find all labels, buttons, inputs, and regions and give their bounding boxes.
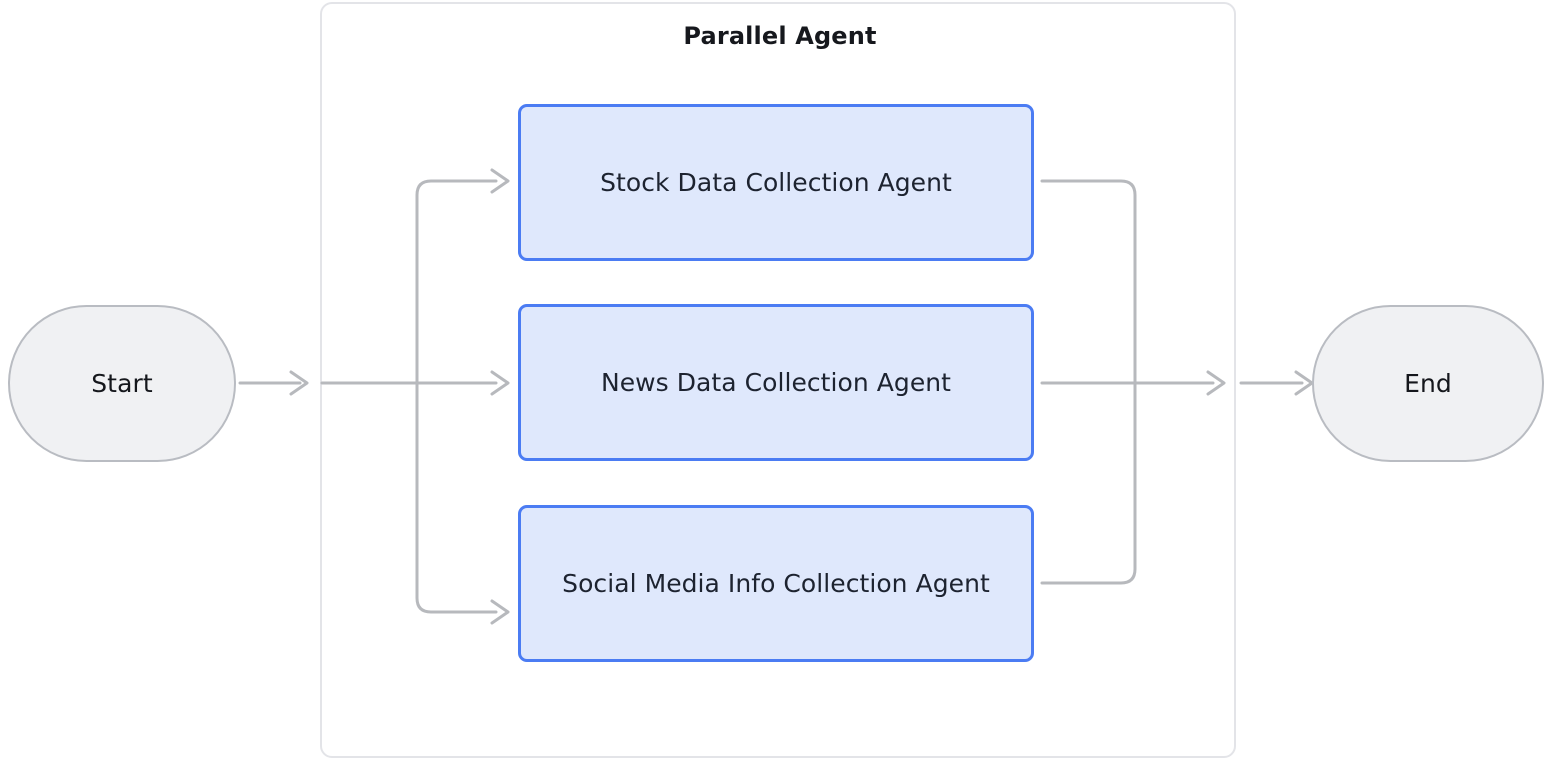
node-end[interactable]: End [1312,305,1544,462]
node-social-media-info-collection-agent-label: Social Media Info Collection Agent [562,569,990,598]
node-start-label: Start [91,369,153,398]
node-news-data-collection-agent[interactable]: News Data Collection Agent [518,304,1034,461]
node-stock-data-collection-agent-label: Stock Data Collection Agent [600,168,952,197]
edge-start-to-parallel [238,370,309,396]
parallel-agent-title: Parallel Agent [683,22,877,50]
node-news-data-collection-agent-label: News Data Collection Agent [600,368,952,397]
edge-parallel-to-end [1239,370,1314,396]
node-start[interactable]: Start [8,305,236,462]
node-social-media-info-collection-agent[interactable]: Social Media Info Collection Agent [518,505,1034,662]
node-end-label: End [1404,369,1452,398]
node-stock-data-collection-agent[interactable]: Stock Data Collection Agent [518,104,1034,261]
